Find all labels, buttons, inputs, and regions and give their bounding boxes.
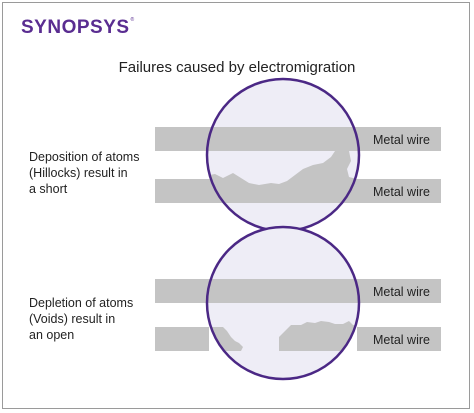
synopsys-logo: SYNOPSYS® (21, 17, 135, 38)
void-right-fragment (279, 321, 359, 351)
hillock-caption-line-2: (Hillocks) result in (29, 166, 128, 180)
void-caption-line-1: Depletion of atoms (29, 296, 134, 310)
hillock-top-wire-zoom (207, 127, 359, 151)
figure-frame: SYNOPSYS® Failures caused by electromigr… (2, 2, 470, 409)
void-top-wire-zoom (207, 279, 359, 303)
void-bottom-wire-left (155, 327, 209, 351)
hillock-caption: Deposition of atoms (Hillocks) result in… (29, 149, 169, 197)
void-caption-line-3: an open (29, 328, 75, 342)
figure-title: Failures caused by electromigration (118, 59, 356, 76)
void-top-wire-label: Metal wire (373, 285, 430, 299)
void-bottom-wire-label: Metal wire (373, 333, 430, 347)
hillock-caption-line-3: a short (29, 182, 68, 196)
void-magnifier-ring (205, 225, 361, 381)
hillock-panel: Metal wire Metal wire (155, 77, 441, 233)
void-caption: Depletion of atoms (Voids) result in an … (29, 295, 169, 343)
electromigration-diagram: Metal wire Metal wire Metal wire Metal w… (155, 77, 441, 381)
hillock-deposit (207, 151, 359, 203)
void-caption-line-2: (Voids) result in (29, 312, 116, 326)
void-bottom-wire-right (357, 327, 441, 351)
hillock-caption-line-1: Deposition of atoms (29, 150, 140, 164)
hillock-top-wire-label: Metal wire (373, 133, 430, 147)
void-panel: Metal wire Metal wire (155, 225, 441, 381)
hillock-bottom-wire-label: Metal wire (373, 185, 430, 199)
